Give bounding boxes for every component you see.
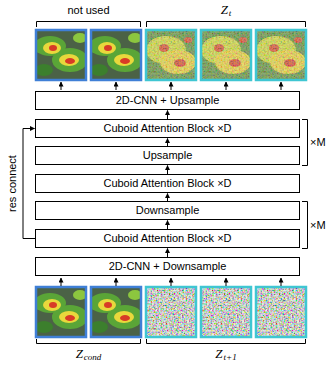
attention-block: Cuboid Attention Block ×D	[35, 119, 300, 138]
box-label: Upsample	[143, 150, 193, 161]
math-subscript: t	[229, 9, 232, 18]
box-label: Cuboid Attention Block ×D	[103, 178, 231, 189]
flow-arrow	[167, 194, 168, 202]
flow-arrow	[167, 166, 168, 175]
residual-connection	[23, 129, 35, 239]
box-label: Cuboid Attention Block ×D	[103, 123, 231, 134]
math-subscript: cond	[84, 353, 102, 362]
downsample-stem: 2D-CNN + Downsample	[35, 257, 300, 276]
math-subscript: t+1	[224, 353, 237, 362]
repeat-count: ×M	[310, 220, 326, 231]
math-symbol: Z	[76, 347, 83, 360]
group-label: not used	[67, 5, 109, 16]
connection-label: res connect	[6, 154, 17, 213]
attention-block: Cuboid Attention Block ×D	[35, 174, 300, 193]
output-images	[34, 30, 306, 80]
math-symbol: Z	[215, 347, 222, 360]
box-label: Downsample	[136, 205, 200, 216]
flow-arrow	[167, 139, 168, 147]
flow-arrow	[167, 221, 168, 230]
box-label: Cuboid Attention Block ×D	[103, 233, 231, 244]
upsample-box: Upsample	[35, 146, 300, 165]
repeat-count: ×M	[310, 137, 326, 148]
attention-block: Cuboid Attention Block ×D	[35, 229, 300, 248]
box-label: 2D-CNN + Upsample	[116, 95, 220, 106]
box-label: 2D-CNN + Downsample	[109, 261, 227, 272]
upsample-stem: 2D-CNN + Upsample	[35, 91, 300, 110]
flow-arrow	[167, 249, 168, 258]
flow-arrow	[167, 111, 168, 120]
downsample-box: Downsample	[35, 201, 300, 220]
input-images	[34, 287, 306, 337]
math-symbol: Z	[221, 3, 228, 16]
